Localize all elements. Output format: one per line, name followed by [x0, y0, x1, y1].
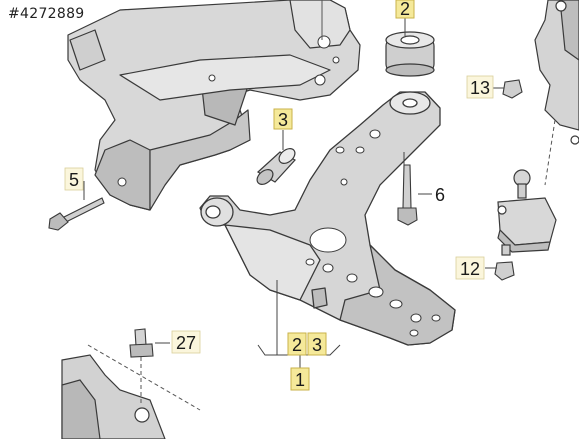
sleeve-bushing — [256, 148, 296, 185]
nut — [502, 79, 523, 99]
callout-3: 3 — [312, 335, 322, 355]
stud — [129, 328, 154, 358]
callout-box — [395, 0, 415, 19]
callout-3: 3 — [278, 110, 288, 130]
callout-leaders — [83, 18, 504, 368]
steering-knuckle — [534, 0, 579, 145]
callout-box — [290, 367, 310, 391]
bolt — [397, 164, 418, 226]
subframe-holes — [117, 35, 340, 187]
callout-box — [455, 256, 485, 280]
subframe — [67, 0, 361, 211]
image-id-label: #4272889 — [8, 6, 85, 22]
ball-joint — [497, 169, 557, 256]
callout-box — [466, 75, 494, 99]
callout-box — [287, 332, 307, 356]
callout-27: 27 — [176, 333, 196, 353]
callout-box — [171, 330, 201, 354]
leader-lines — [87, 344, 201, 411]
callout-box — [64, 167, 84, 191]
control-arm-holes — [305, 129, 441, 337]
callout-13: 13 — [470, 78, 490, 98]
callout-box — [273, 108, 293, 130]
callout-box — [307, 332, 327, 356]
callout-1: 1 — [295, 370, 305, 390]
lower-control-arm — [199, 91, 456, 346]
callout-2: 2 — [292, 335, 302, 355]
callout-6: 6 — [435, 185, 445, 205]
bolt — [48, 197, 105, 231]
nut — [494, 261, 515, 281]
callout-5: 5 — [69, 170, 79, 190]
callout-12: 12 — [460, 259, 480, 279]
rubber-bushing — [385, 31, 435, 77]
lower-bracket — [61, 354, 166, 439]
callout-2: 2 — [400, 0, 410, 19]
leader-line — [544, 119, 556, 186]
